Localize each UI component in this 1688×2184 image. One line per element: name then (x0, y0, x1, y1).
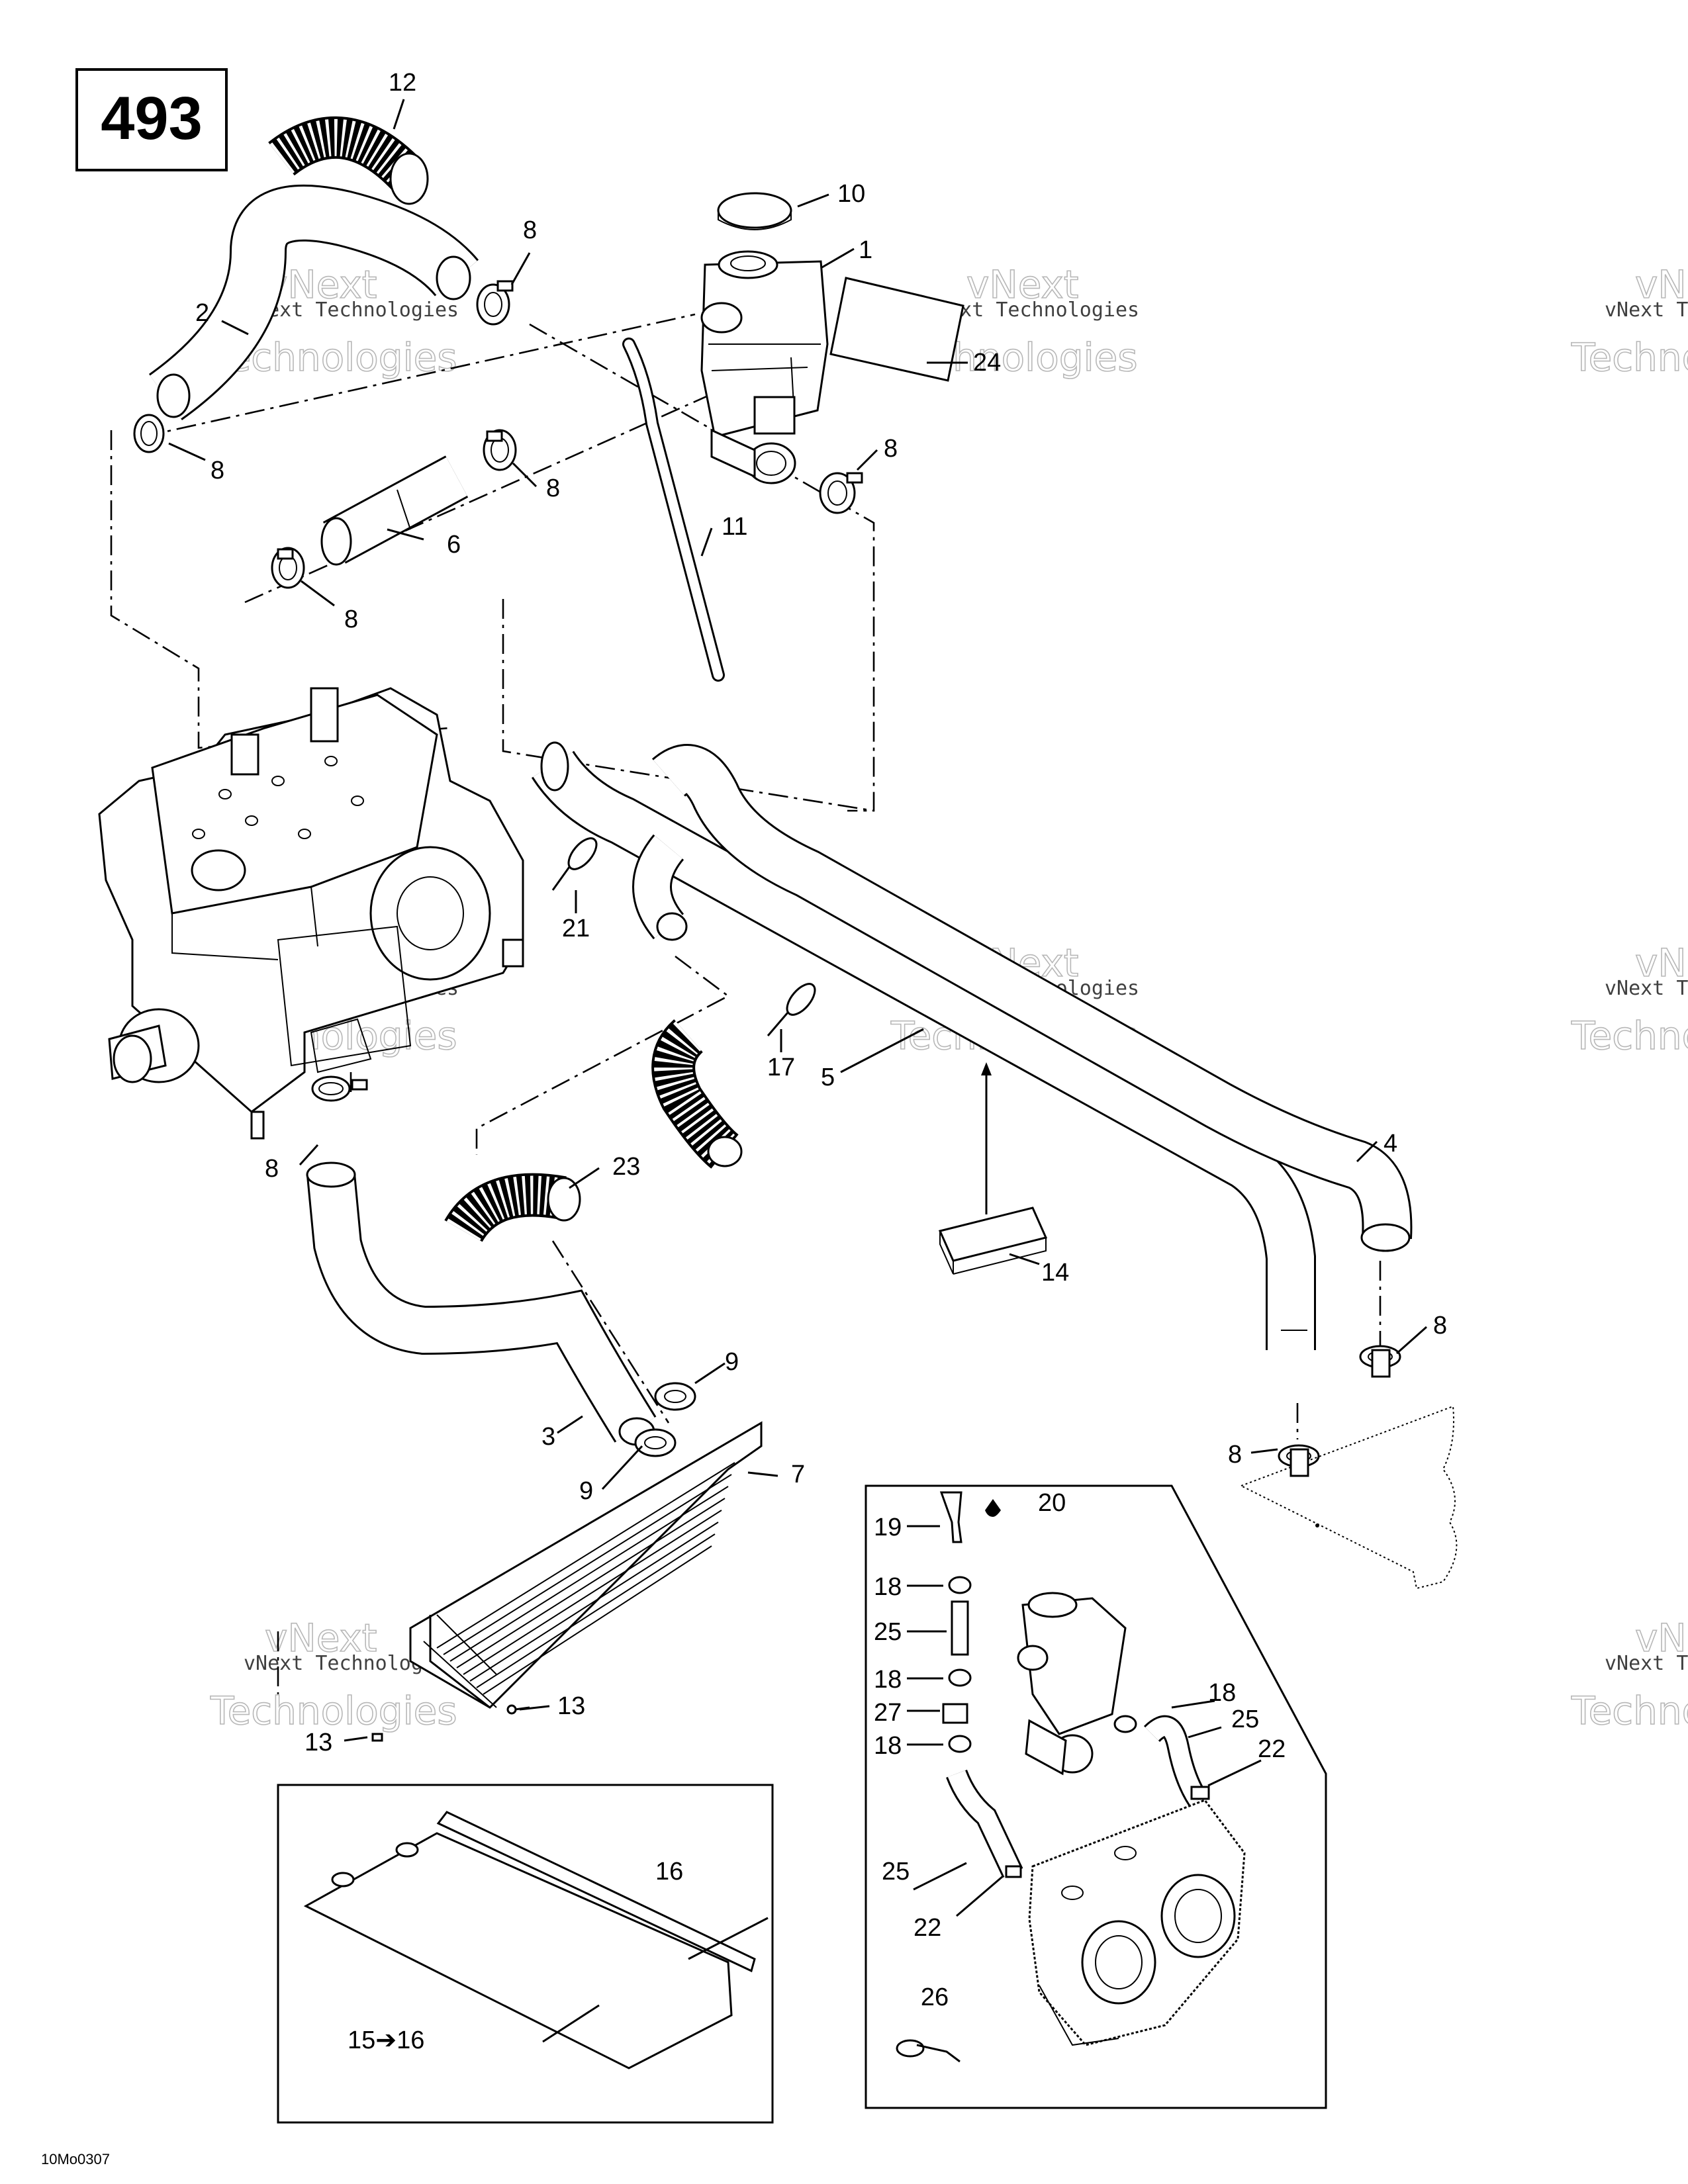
callout-19: 19 (874, 1514, 902, 1541)
insert-arrow-label: 15➔16 (348, 2026, 424, 2054)
elbow-hose (632, 834, 688, 941)
watermark: vNext vNext Technologies Technologies (209, 1615, 459, 1734)
watermark-line1: vNext Technologies (1605, 1652, 1688, 1675)
callout-8: 8 (211, 457, 224, 484)
callout-14: 14 (1041, 1259, 1069, 1287)
callout-13: 13 (557, 1692, 585, 1720)
heat-exchanger-part-7 (409, 1421, 763, 1709)
callout-8: 8 (884, 435, 898, 463)
callout-2: 2 (195, 299, 209, 327)
watermark-top: vNext (966, 262, 1078, 307)
callout-8: 8 (1433, 1312, 1447, 1340)
callout-18: 18 (1208, 1679, 1236, 1707)
inset-panel-right (865, 1484, 1327, 2109)
callout-21: 21 (562, 915, 590, 942)
footer-code: 10Mo0307 (41, 2151, 110, 2167)
callout-6: 6 (447, 531, 461, 559)
watermark-line1: vNext Technologies (244, 298, 459, 322)
callout-8: 8 (1228, 1441, 1242, 1469)
hose-clamp (311, 1075, 368, 1102)
callout-5: 5 (821, 1064, 835, 1091)
corrugated-hose-part-23 (444, 1173, 581, 1243)
callout-13: 13 (305, 1729, 332, 1756)
callout-10: 10 (837, 180, 865, 208)
seal-part-9 (654, 1382, 696, 1411)
callout-9: 9 (725, 1348, 739, 1376)
hose-clamp (271, 547, 305, 589)
callout-12: 12 (389, 69, 416, 97)
leader-lines (168, 99, 1427, 1917)
cap-part-10 (717, 192, 792, 230)
callout-8: 8 (546, 475, 560, 502)
watermark: vNext vNext Technologies Technologies (1570, 261, 1688, 381)
callout-22: 22 (914, 1914, 941, 1942)
hose-clamp (819, 472, 863, 514)
corrugated-hose-part-12 (268, 116, 429, 205)
coolant-reservoir-part-1 (700, 250, 829, 484)
cable-tie-part-21 (551, 837, 598, 891)
long-pipe-part-4 (651, 744, 1413, 1252)
hose-clamp (133, 414, 165, 453)
callout-4: 4 (1383, 1130, 1397, 1158)
watermark-top: vNext (1635, 1615, 1688, 1661)
callout-20: 20 (1038, 1489, 1066, 1517)
hose-clamp (476, 280, 514, 326)
decal-part-24 (829, 277, 964, 382)
callout-18: 18 (874, 1573, 902, 1601)
cable-tie-part-17 (767, 983, 816, 1036)
callout-8: 8 (523, 216, 537, 244)
callout-8: 8 (265, 1155, 279, 1183)
watermark: vNext vNext Technologies Technologies (1570, 1615, 1688, 1734)
callout-11: 11 (722, 513, 747, 541)
callout-3: 3 (541, 1423, 555, 1451)
screw-part-13 (371, 1733, 383, 1742)
long-pipe-part-5 (531, 741, 1316, 1350)
diagram-number: 493 (101, 85, 203, 152)
callout-8: 8 (344, 606, 358, 633)
seal-part-9 (634, 1428, 677, 1457)
hose-part-3 (306, 1161, 657, 1446)
watermark-line2: Technologies (1571, 1013, 1688, 1058)
clamps-part-8 (133, 280, 1401, 1468)
watermark-top: vNext (1635, 262, 1688, 307)
callout-22: 22 (1258, 1735, 1286, 1763)
callout-17: 17 (767, 1054, 795, 1081)
callout-23: 23 (612, 1153, 640, 1181)
callout-26: 26 (921, 1983, 949, 2011)
watermark-line1: vNext Technologies (1605, 298, 1688, 322)
watermark-top: vNext (1635, 940, 1688, 985)
block-part-14 (938, 1062, 1048, 1275)
callout-labels: 12 10 1 8 2 24 8 8 8 6 11 8 21 17 5 4 8 … (195, 69, 1447, 2054)
callout-24: 24 (973, 349, 1001, 377)
callout-27: 27 (874, 1699, 902, 1727)
watermark-top: vNext (265, 1615, 377, 1661)
callout-7: 7 (791, 1461, 805, 1488)
callout-16: 16 (655, 1858, 683, 1886)
hose-clamp (483, 429, 517, 471)
callout-25: 25 (874, 1618, 902, 1646)
hose-part-6 (320, 455, 469, 566)
chassis-section (1239, 1349, 1458, 1590)
watermark: vNext vNext Technologies Technologies (1570, 940, 1688, 1059)
diagram-number-box: 493 (75, 68, 228, 171)
callout-18: 18 (874, 1732, 902, 1760)
engine-block (98, 687, 524, 1140)
callout-1: 1 (859, 236, 872, 264)
callout-25: 25 (882, 1858, 910, 1886)
watermark-line2: Technologies (210, 1688, 457, 1733)
overflow-tube-part-11 (622, 338, 725, 682)
hose-part-2 (148, 184, 479, 420)
callout-18: 18 (874, 1666, 902, 1694)
assembly-lines (110, 313, 1382, 1694)
inset-panel-16 (277, 1784, 774, 2124)
corrugated-hose-part-23 (651, 1019, 743, 1169)
callout-9: 9 (579, 1477, 593, 1505)
watermark-line2: Technologies (1571, 335, 1688, 380)
callout-25: 25 (1231, 1706, 1259, 1733)
watermark-line2: Technologies (1571, 1688, 1688, 1733)
watermark-line1: vNext Technologies (1605, 977, 1688, 1000)
